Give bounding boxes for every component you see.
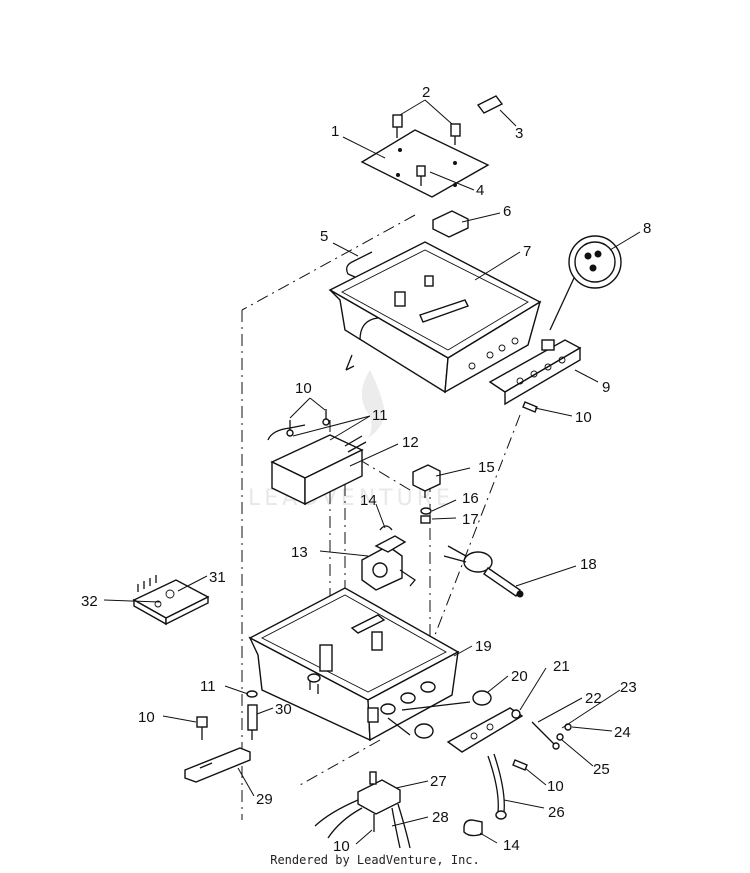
small-clip xyxy=(379,525,393,531)
callout-26: 26 xyxy=(548,804,565,821)
callout-21: 21 xyxy=(553,658,570,675)
callout-13: 13 xyxy=(291,544,308,561)
screws-module xyxy=(286,409,330,437)
callout-4: 4 xyxy=(476,182,484,199)
cover-plate xyxy=(360,129,490,198)
callout-31: 31 xyxy=(209,569,226,586)
callout-3: 3 xyxy=(515,125,523,142)
callout-labels: 1 2 3 4 5 6 7 8 9 10 10 11 12 13 14 15 1… xyxy=(81,84,651,855)
callout-10-lower-right: 10 xyxy=(547,778,564,795)
end-plate xyxy=(488,339,582,406)
callout-17: 17 xyxy=(462,511,479,528)
callout-10-lower-left: 10 xyxy=(138,709,155,726)
screw-left xyxy=(196,716,208,740)
callout-11-module: 11 xyxy=(372,407,388,424)
cap xyxy=(463,819,483,837)
callout-27: 27 xyxy=(430,773,447,790)
terminal-board xyxy=(132,575,210,626)
callout-29: 29 xyxy=(256,791,273,808)
bracket-connector xyxy=(361,535,416,591)
callout-16: 16 xyxy=(462,490,479,507)
callout-23: 23 xyxy=(620,679,637,696)
callout-30: 30 xyxy=(275,701,292,718)
callout-14-upper: 14 xyxy=(360,492,377,509)
sensor xyxy=(443,545,524,598)
module-box xyxy=(267,424,367,506)
washer-nut xyxy=(420,507,432,524)
credit-text: Rendered by LeadVenture, Inc. xyxy=(270,853,480,867)
callout-32: 32 xyxy=(81,593,98,610)
callout-12: 12 xyxy=(402,434,419,451)
screw-center xyxy=(416,165,426,186)
callout-7: 7 xyxy=(523,243,531,260)
callout-2: 2 xyxy=(422,84,430,101)
mounting-bracket xyxy=(184,747,251,783)
grommets-plate xyxy=(387,690,572,753)
relay xyxy=(412,464,441,498)
callout-9: 9 xyxy=(602,379,610,396)
callout-5: 5 xyxy=(320,228,328,245)
callout-24: 24 xyxy=(614,724,631,741)
fuse xyxy=(476,95,504,114)
callout-18: 18 xyxy=(580,556,597,573)
upper-housing xyxy=(328,241,542,394)
callout-22: 22 xyxy=(585,690,602,707)
screw-lower-right xyxy=(512,759,528,771)
callout-25: 25 xyxy=(593,761,610,778)
harness-connector xyxy=(314,771,411,849)
callout-8: 8 xyxy=(643,220,651,237)
callout-6: 6 xyxy=(503,203,511,220)
standoff xyxy=(246,690,258,740)
screw-end-plate xyxy=(522,401,538,413)
leader-lines xyxy=(103,99,641,845)
relay-block xyxy=(432,210,469,238)
screws-top xyxy=(392,114,461,145)
connector-face xyxy=(549,235,622,331)
callout-10-bottom: 10 xyxy=(333,838,350,855)
callout-10-module: 10 xyxy=(295,380,312,397)
alignment-lines xyxy=(241,214,521,820)
callout-10-end-plate: 10 xyxy=(575,409,592,426)
callout-14-lower: 14 xyxy=(503,837,520,854)
cable xyxy=(487,753,507,820)
callout-19: 19 xyxy=(475,638,492,655)
callout-15: 15 xyxy=(478,459,495,476)
lower-housing xyxy=(248,587,460,742)
callout-20: 20 xyxy=(511,668,528,685)
wire-clip xyxy=(346,251,373,278)
callout-28: 28 xyxy=(432,809,449,826)
callout-1: 1 xyxy=(331,123,339,140)
callout-11-lower: 11 xyxy=(200,678,216,695)
watermark-flame-icon xyxy=(361,370,385,438)
